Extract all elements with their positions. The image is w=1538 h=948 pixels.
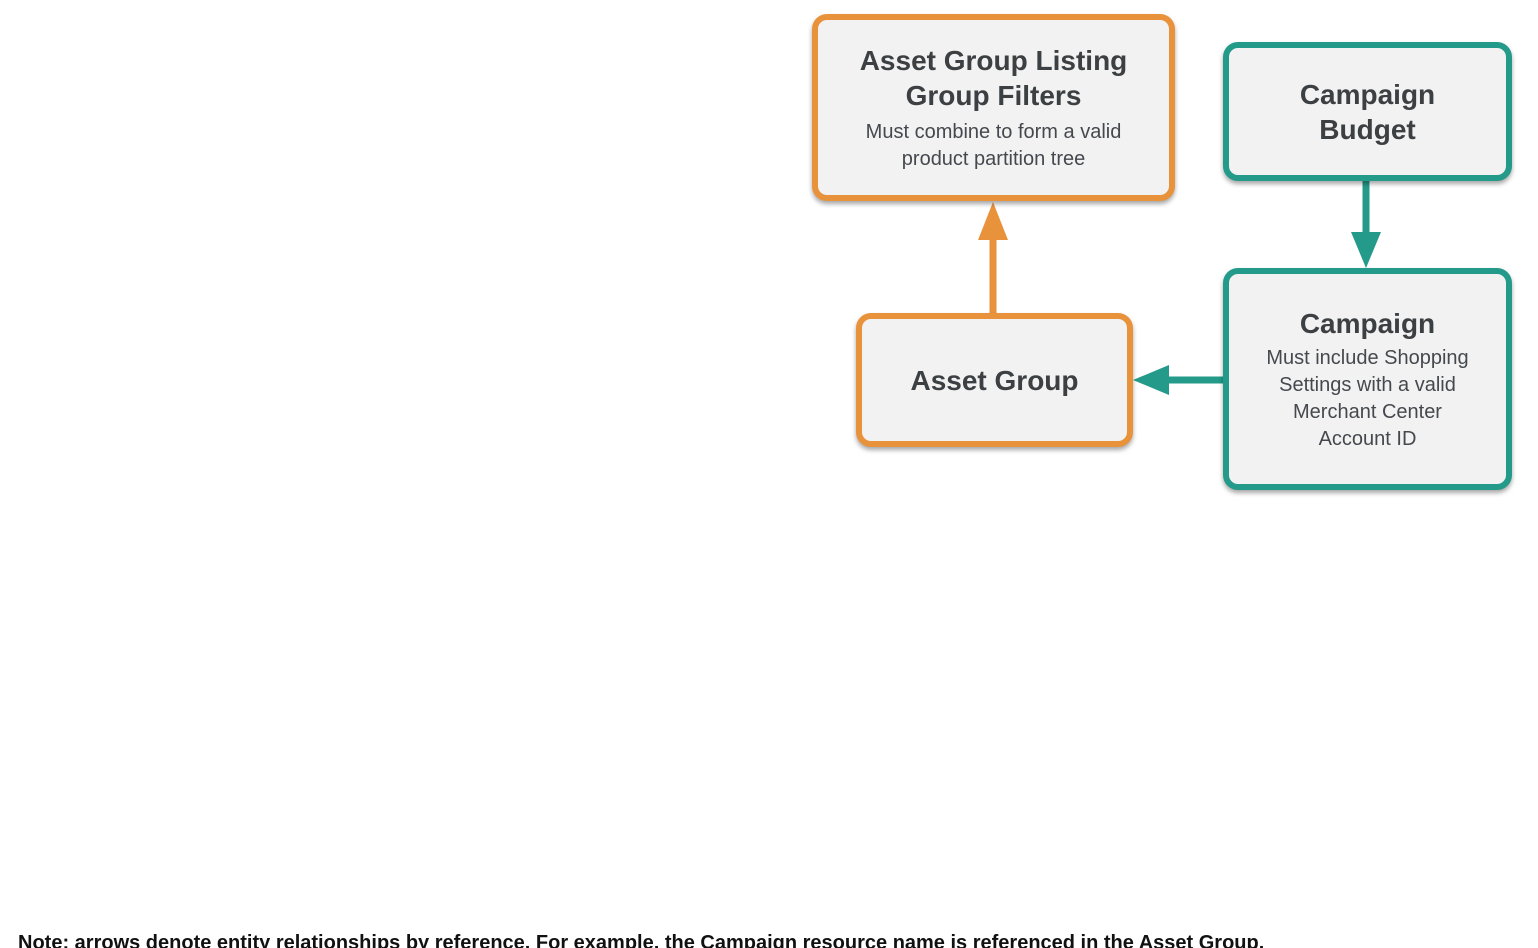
footnote: Note: arrows denote entity relationships…	[18, 932, 1265, 948]
arrow-campaign-to-asset-group	[1133, 365, 1223, 395]
arrowhead-up-icon	[978, 202, 1008, 240]
node-campaign: Campaign Must include Shopping Settings …	[1223, 268, 1512, 490]
arrowhead-down-icon	[1351, 232, 1381, 268]
arrow-asset-group-to-listing-filters	[978, 202, 1008, 313]
node-title-campaign: Campaign	[1299, 307, 1436, 339]
node-title-campaign-budget: Campaign Budget	[1299, 78, 1436, 145]
node-asset-group-listing-group-filters: Asset Group Listing Group Filters Must c…	[812, 14, 1175, 201]
node-title-asset-group-listing-group-filters: Asset Group Listing Group Filters	[859, 44, 1128, 111]
node-subtitle-asset-group-listing-group-filters: Must combine to form a valid product par…	[865, 120, 1122, 170]
node-title-asset-group: Asset Group	[910, 364, 1079, 396]
node-asset-group: Asset Group	[856, 313, 1133, 447]
node-campaign-budget: Campaign Budget	[1223, 42, 1512, 181]
arrow-campaign-budget-to-campaign	[1351, 181, 1381, 268]
arrowhead-left-icon	[1133, 365, 1169, 395]
node-subtitle-campaign: Must include Shopping Settings with a va…	[1266, 346, 1469, 450]
